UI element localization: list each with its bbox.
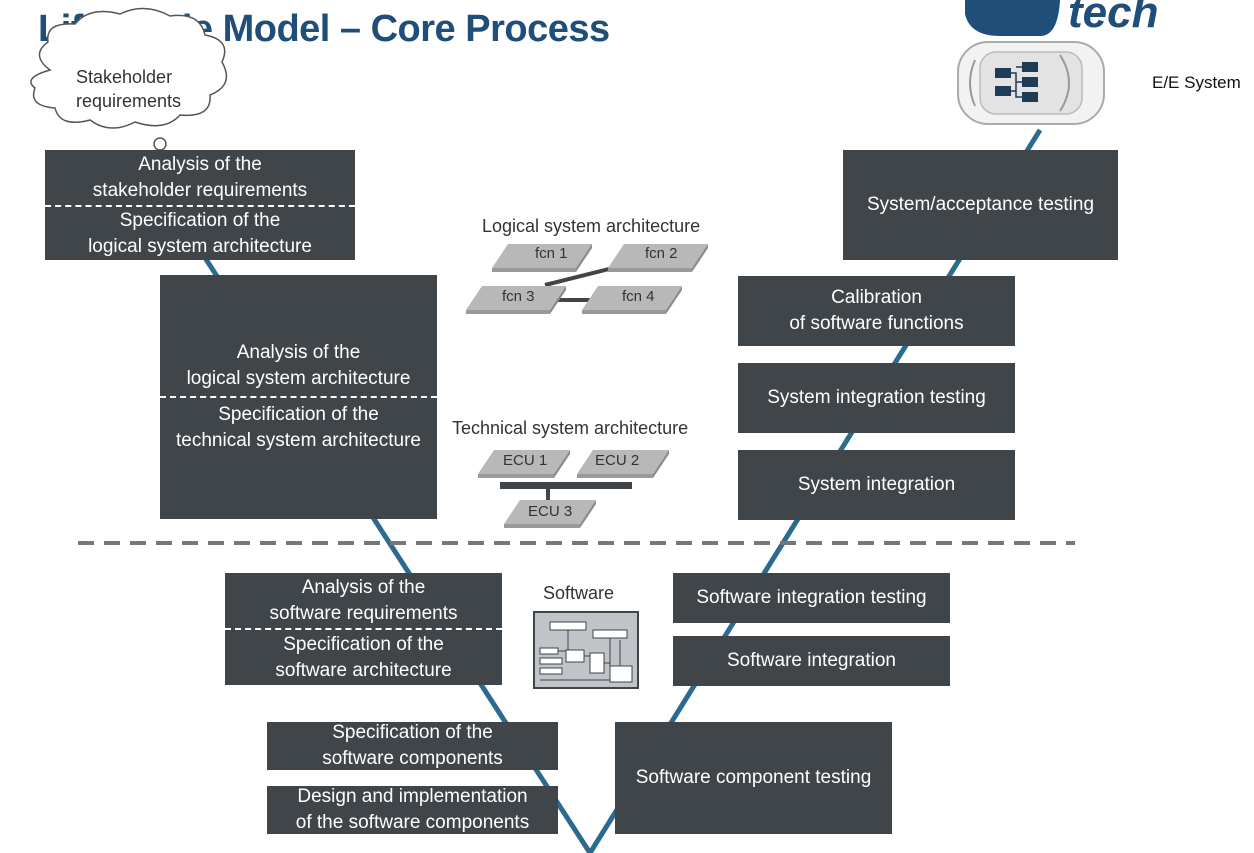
box-divider — [225, 628, 502, 630]
system-acceptance-box: System/acceptance testing — [843, 150, 1118, 260]
cloud-text: Stakeholder requirements — [76, 65, 182, 113]
system-integration-testing-box: System integration testing — [738, 363, 1015, 433]
software-label: Software — [543, 583, 615, 603]
technical-arch-label: Technical system architecture — [452, 418, 689, 438]
fcn-tile-3 — [466, 286, 566, 314]
spec-technical-line-2: technical system architecture — [176, 430, 421, 451]
system-integration-label: System integration — [797, 474, 956, 495]
system-integration-box: System integration — [738, 450, 1015, 520]
box-divider — [160, 396, 437, 398]
analysis-stakeholder-box: Analysis of the stakeholder requirements… — [45, 150, 355, 260]
software-integration-testing-box: Software integration testing — [673, 573, 950, 623]
ecu-tile-1 — [478, 450, 570, 478]
fcn-tile-1 — [492, 244, 592, 272]
fcn-2-label: fcn 2 — [645, 245, 678, 262]
calibration-line-2: of software functions — [789, 313, 964, 334]
spec-software-arch-line-1: Specification of the — [283, 633, 444, 655]
analysis-software-box: Analysis of the software requirements Sp… — [225, 573, 502, 685]
design-impl-line-1: Design and implementation — [297, 786, 528, 807]
software-component-testing-box: Software component testing — [615, 722, 892, 834]
analysis-stakeholder-line-2: stakeholder requirements — [92, 179, 308, 201]
analysis-logical-box: Analysis of the logical system architect… — [160, 275, 437, 519]
bus-bar — [500, 482, 632, 489]
system-acceptance-label: System/acceptance testing — [866, 194, 1095, 215]
analysis-stakeholder-line-1: Analysis of the — [138, 153, 262, 175]
box-divider — [45, 205, 355, 207]
ee-system-label: E/E System — [1152, 73, 1241, 92]
brand-logo-text: tech — [1068, 0, 1159, 37]
spec-software-arch-line-2: software architecture — [275, 659, 452, 681]
spec-logical-line-2: logical system architecture — [88, 235, 312, 257]
design-impl-line-2: of the software components — [295, 812, 530, 833]
spec-components-box: Specification of the software components — [267, 722, 558, 770]
analysis-logical-line-2: logical system architecture — [186, 368, 411, 389]
software-component-testing-label: Software component testing — [635, 767, 872, 788]
cloud-line-2: requirements — [76, 91, 182, 111]
fcn-4-label: fcn 4 — [622, 288, 655, 305]
car-icon — [957, 41, 1105, 125]
system-integration-testing-label: System integration testing — [767, 387, 986, 408]
spec-technical-line-1: Specification of the — [218, 404, 379, 425]
design-impl-box: Design and implementation of the softwar… — [267, 786, 558, 834]
software-integration-box: Software integration — [673, 636, 950, 686]
calibration-box: Calibration of software functions — [738, 276, 1015, 346]
software-integration-label: Software integration — [727, 650, 896, 671]
ecu-3-label: ECU 3 — [528, 503, 573, 520]
analysis-software-line-2: software requirements — [269, 602, 458, 624]
spec-components-line-2: software components — [322, 748, 503, 769]
ecu-tile-3 — [504, 500, 596, 528]
analysis-software-line-1: Analysis of the — [301, 576, 426, 598]
cloud-line-1: Stakeholder — [76, 67, 173, 87]
spec-components-line-1: Specification of the — [332, 722, 493, 743]
fcn-3-label: fcn 3 — [502, 288, 535, 305]
fcn-tile-2 — [608, 244, 708, 272]
logical-arch-label: Logical system architecture — [482, 216, 701, 236]
ecu-tile-2 — [577, 450, 669, 478]
analysis-logical-line-1: Analysis of the — [236, 342, 361, 363]
ecu-1-label: ECU 1 — [503, 452, 548, 469]
fcn-1-label: fcn 1 — [535, 245, 568, 262]
software-integration-testing-label: Software integration testing — [696, 587, 927, 608]
cloud-shape — [30, 7, 228, 151]
brand-logo-mark — [965, 0, 1060, 36]
spec-logical-line-1: Specification of the — [119, 209, 281, 231]
ecu-2-label: ECU 2 — [595, 452, 640, 469]
fcn-tile-4 — [582, 286, 682, 314]
calibration-line-1: Calibration — [831, 287, 922, 308]
